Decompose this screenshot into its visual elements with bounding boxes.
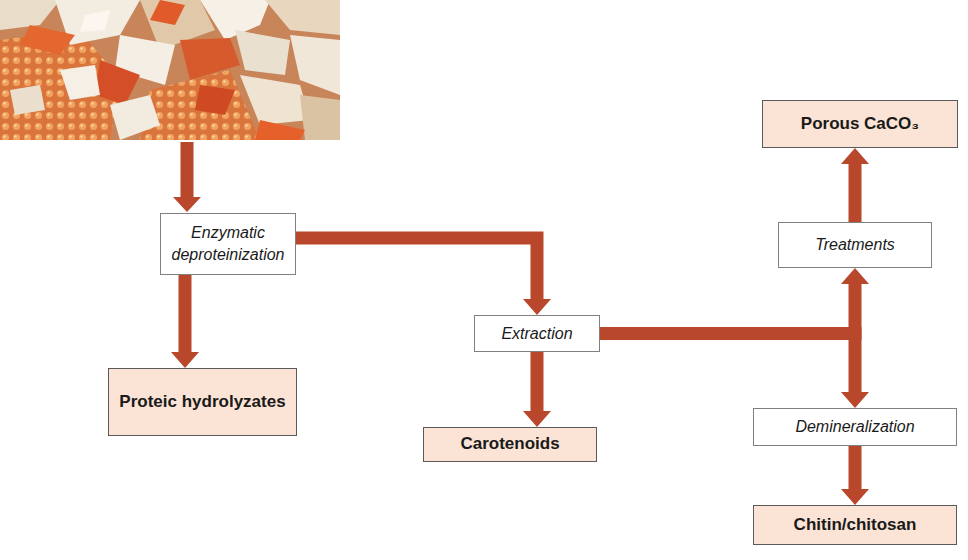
product-box: Carotenoids	[423, 427, 597, 462]
flow-arrow	[171, 275, 199, 368]
process-box: Treatments	[778, 222, 932, 268]
step-label: Demineralization	[795, 416, 914, 438]
process-box: Enzymatic deproteinization	[160, 213, 296, 275]
arrow-shaft	[849, 164, 862, 222]
product-label: Carotenoids	[460, 433, 559, 456]
arrow-shaft	[849, 446, 862, 489]
arrow-head	[841, 148, 869, 164]
product-box: Chitin/chitosan	[753, 505, 957, 545]
arrow-head	[841, 489, 869, 505]
arrow-shaft	[179, 275, 192, 352]
flow-arrow	[173, 142, 201, 212]
flow-arrow	[841, 148, 869, 222]
arrow-shaft	[296, 238, 537, 299]
flow-arrow	[523, 352, 551, 427]
flow-arrow	[296, 238, 551, 315]
arrow-head	[523, 299, 551, 315]
product-label: Porous CaCO₃	[801, 113, 919, 136]
product-label: Proteic hydrolyzates	[119, 391, 285, 414]
process-box: Demineralization	[753, 408, 957, 446]
step-label: Treatments	[815, 234, 895, 256]
arrow-shaft	[531, 352, 544, 411]
arrow-head	[523, 411, 551, 427]
flow-arrow	[841, 446, 869, 505]
flow-arrow	[600, 268, 869, 334]
step-label: Extraction	[501, 323, 572, 345]
flow-arrow	[600, 334, 869, 409]
arrow-shaft	[600, 334, 855, 393]
arrow-shaft	[600, 284, 855, 334]
arrow-head	[171, 352, 199, 368]
product-label: Chitin/chitosan	[794, 514, 917, 537]
product-box: Proteic hydrolyzates	[108, 368, 297, 436]
arrow-head	[841, 392, 869, 408]
step-label: Enzymatic deproteinization	[170, 222, 286, 265]
process-box: Extraction	[474, 315, 600, 352]
arrow-head	[841, 268, 869, 284]
photo	[0, 0, 340, 140]
product-box: Porous CaCO₃	[762, 100, 958, 148]
